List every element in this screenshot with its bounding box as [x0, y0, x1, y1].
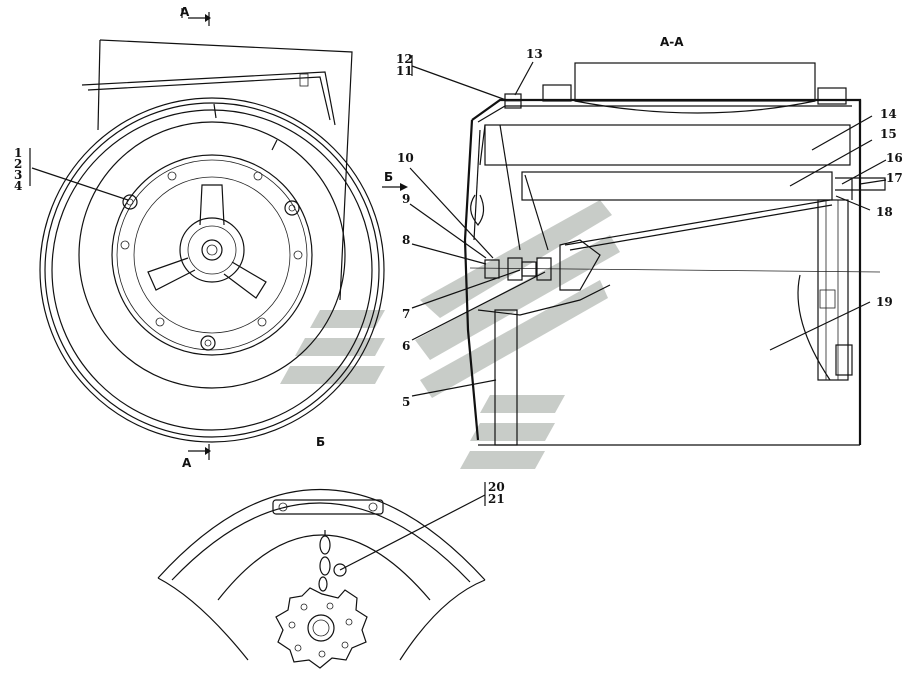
view-b-detail	[157, 482, 486, 669]
cut-marker-bottom: А	[182, 456, 192, 470]
section-aa	[382, 55, 887, 446]
callout-8: 8	[402, 233, 410, 247]
view-b-title: Б	[316, 435, 325, 449]
callout-2: 2	[14, 157, 22, 171]
callout-12: 12	[396, 52, 413, 66]
callout-20: 20	[488, 480, 505, 494]
callout-16: 16	[886, 151, 903, 165]
callout-21: 21	[488, 492, 505, 506]
callout-18: 18	[876, 205, 893, 219]
callout-3: 3	[14, 168, 22, 182]
callout-4: 4	[14, 179, 22, 193]
callout-15: 15	[880, 127, 897, 141]
callout-17: 17	[886, 171, 903, 185]
callout-19: 19	[876, 295, 893, 309]
watermark-logo	[280, 200, 620, 469]
view-a-front	[29, 8, 385, 460]
callout-14: 14	[880, 107, 897, 121]
callout-5: 5	[402, 395, 410, 409]
callout-1: 1	[14, 146, 22, 160]
callout-7: 7	[402, 307, 410, 321]
section-title: А-А	[660, 35, 684, 49]
callout-13: 13	[526, 47, 543, 61]
callout-6: 6	[402, 339, 410, 353]
callout-11: 11	[396, 64, 413, 78]
view-b-marker: Б	[384, 170, 393, 184]
cut-marker-top: А	[180, 5, 190, 19]
callout-10: 10	[397, 151, 414, 165]
callout-9: 9	[402, 192, 410, 206]
